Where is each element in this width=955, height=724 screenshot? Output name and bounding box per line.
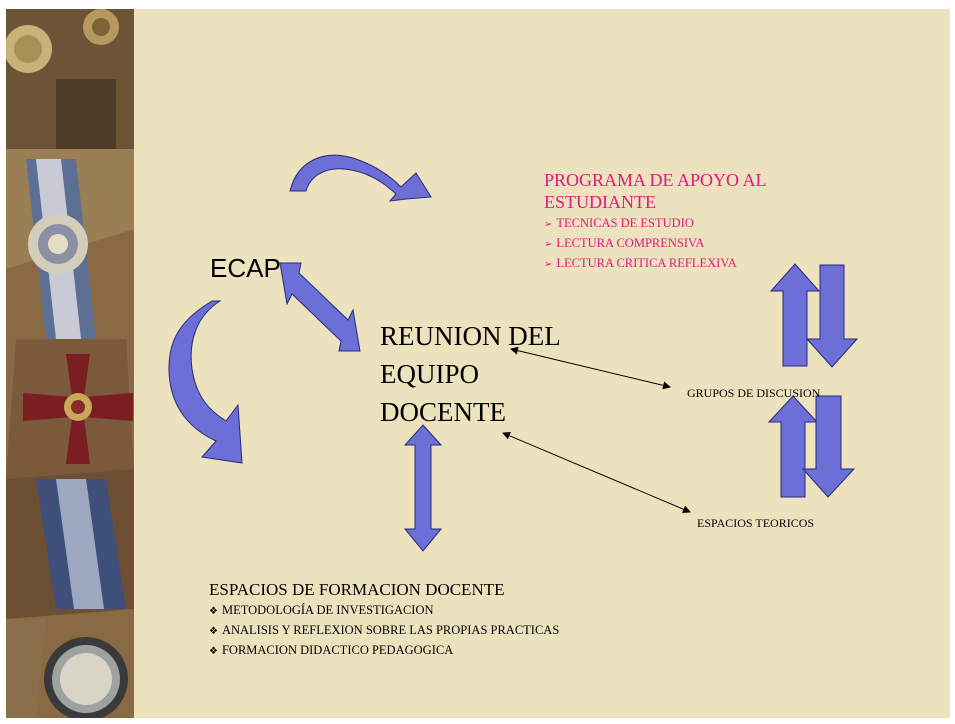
formacion-item: METODOLOGÍA DE INVESTIGACION	[209, 601, 559, 621]
reunion-line-3: DOCENTE	[380, 397, 506, 427]
link-reunion-espacios	[502, 432, 691, 513]
arrow-up-grupos-2	[767, 395, 819, 498]
programa-item: LECTURA CRITICA REFLEXIVA	[544, 254, 736, 274]
espacios-teoricos-label: ESPACIOS TEORICOS	[697, 516, 815, 530]
reunion-line-2: EQUIPO	[380, 359, 479, 389]
programa-title: PROGRAMA DE APOYO AL ESTUDIANTE	[544, 169, 767, 213]
programa-item: LECTURA COMPRENSIVA	[544, 234, 737, 254]
reunion-line-1: REUNION DEL	[380, 321, 561, 351]
reunion-label: REUNION DEL EQUIPO DOCENTE	[380, 317, 561, 431]
formacion-item: ANALISIS Y REFLEXION SOBRE LAS PROPIAS P…	[209, 621, 559, 641]
slide: ECAP REUNION DEL EQUIPO DOCENTE PROGRAMA…	[6, 9, 950, 718]
programa-list: TECNICAS DE ESTUDIO LECTURA COMPRENSIVA …	[544, 214, 737, 274]
link-reunion-grupos	[510, 346, 671, 390]
double-arrow-reunion-formacion	[403, 424, 443, 552]
programa-item: TECNICAS DE ESTUDIO	[544, 214, 737, 234]
diagram-canvas	[168, 154, 859, 552]
arrow-up-programa-1	[769, 263, 821, 367]
double-arrow-ecap-reunion	[279, 262, 361, 352]
formacion-item: FORMACION DIDACTICO PEDAGOGICA	[209, 641, 559, 661]
grupos-label: GRUPOS DE DISCUSION	[687, 386, 821, 400]
curved-arrow-left	[168, 300, 243, 464]
formacion-list: METODOLOGÍA DE INVESTIGACION ANALISIS Y …	[209, 601, 559, 661]
medal-collage-image	[6, 9, 134, 718]
programa-title-line-1: PROGRAMA DE APOYO AL	[544, 170, 767, 190]
arrow-down-programa-1	[805, 264, 859, 368]
programa-title-line-2: ESTUDIANTE	[544, 192, 656, 212]
arrow-down-grupos-2	[801, 395, 856, 498]
curved-arrow-top	[289, 154, 432, 202]
formacion-title: ESPACIOS DE FORMACION DOCENTE	[209, 580, 505, 599]
ecap-label: ECAP	[210, 253, 281, 283]
